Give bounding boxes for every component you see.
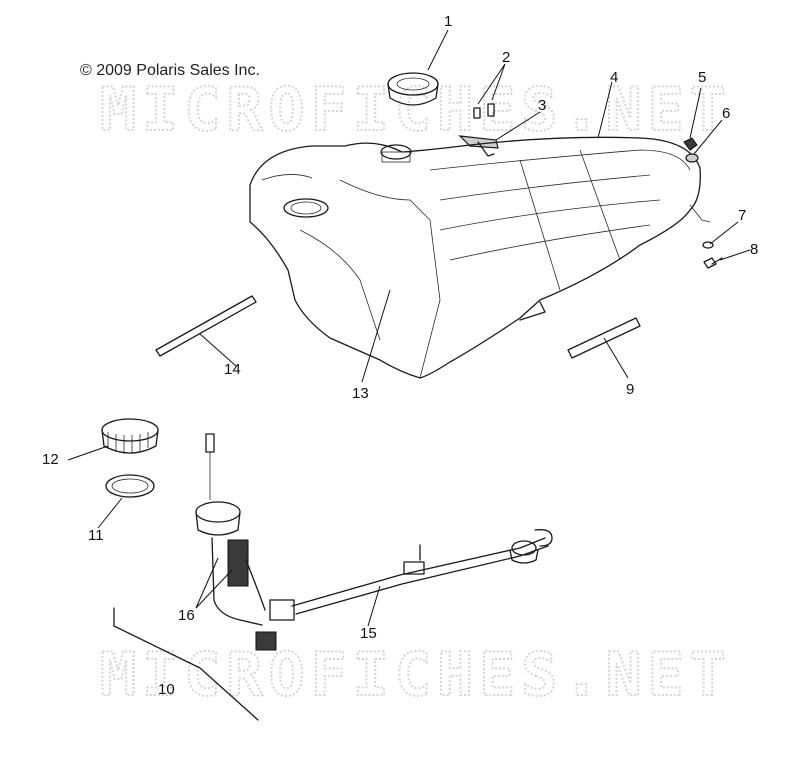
callout-14: 14 [224,361,241,378]
screws [473,103,495,119]
fuel-cap [387,72,439,106]
pad-strip [567,317,641,359]
callout-8: 8 [750,241,759,258]
callout-6: 6 [722,105,731,122]
fuel-tank [249,136,711,379]
callout-11: 11 [88,527,104,544]
seal-ring [105,474,155,498]
callout-5: 5 [698,69,707,86]
callout-1: 1 [444,13,453,30]
callout-9: 9 [626,381,635,398]
callout-2: 2 [502,49,511,66]
leader-lines [67,29,751,627]
hardware [683,137,723,269]
callout-16: 16 [178,607,195,624]
vent-hose [155,295,257,357]
fuel-pump-assembly [195,433,553,651]
copyright-notice: © 2009 Polaris Sales Inc. [80,62,260,79]
callout-7: 7 [738,207,747,224]
watermark-bottom: MICROFICHES.NET [100,640,732,710]
callout-4: 4 [610,69,619,86]
callout-10: 10 [158,681,175,698]
callout-3: 3 [538,97,547,114]
callout-12: 12 [42,451,59,468]
callout-15: 15 [360,625,377,642]
watermark-top: MICROFICHES.NET [100,75,732,145]
sheet [113,607,259,721]
lock-ring [101,418,159,454]
callout-13: 13 [352,385,369,402]
